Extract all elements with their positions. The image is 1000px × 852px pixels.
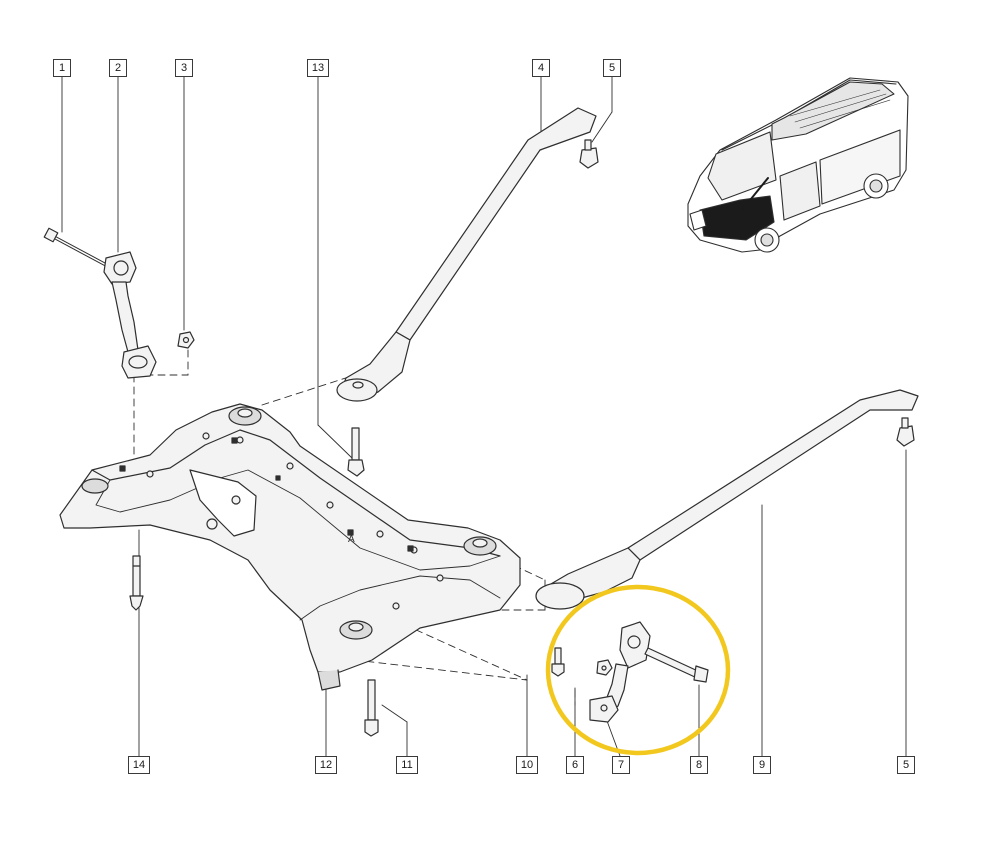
callout-13: 13 [307,59,329,77]
van-locator-icon [687,77,909,253]
callout-7: 7 [612,756,630,774]
nut-item-3 [177,331,195,349]
nut-item-6 [596,659,613,676]
callout-10: 10 [516,756,538,774]
svg-text:A: A [348,534,355,545]
callout-3: 3 [175,59,193,77]
callout-12: 12 [315,756,337,774]
engine-mount-item-2 [103,251,157,379]
tie-rod-item-4 [336,107,597,402]
highlight-ring [545,584,731,756]
leader-lines [61,75,907,757]
bolt-item-5-bottom [896,417,915,447]
callout-5-top: 5 [603,59,621,77]
bolt-item-14 [129,555,144,611]
subframe-item-12: A [59,403,521,691]
callout-11: 11 [396,756,418,774]
callout-1: 1 [53,59,71,77]
callout-8: 8 [690,756,708,774]
callout-2: 2 [109,59,127,77]
bolt-item-10 [551,647,565,677]
bolt-item-11 [364,679,379,737]
tie-rod-item-9 [535,389,919,610]
callout-14: 14 [128,756,150,774]
callout-4: 4 [532,59,550,77]
bolt-item-13 [347,427,365,477]
bolt-item-5-top [579,139,599,169]
bolt-item-1 [43,227,110,268]
mount-bracket-item-7 [589,621,651,723]
callout-9: 9 [753,756,771,774]
bolt-item-8 [644,647,709,683]
callout-5-bottom: 5 [897,756,915,774]
callout-6: 6 [566,756,584,774]
